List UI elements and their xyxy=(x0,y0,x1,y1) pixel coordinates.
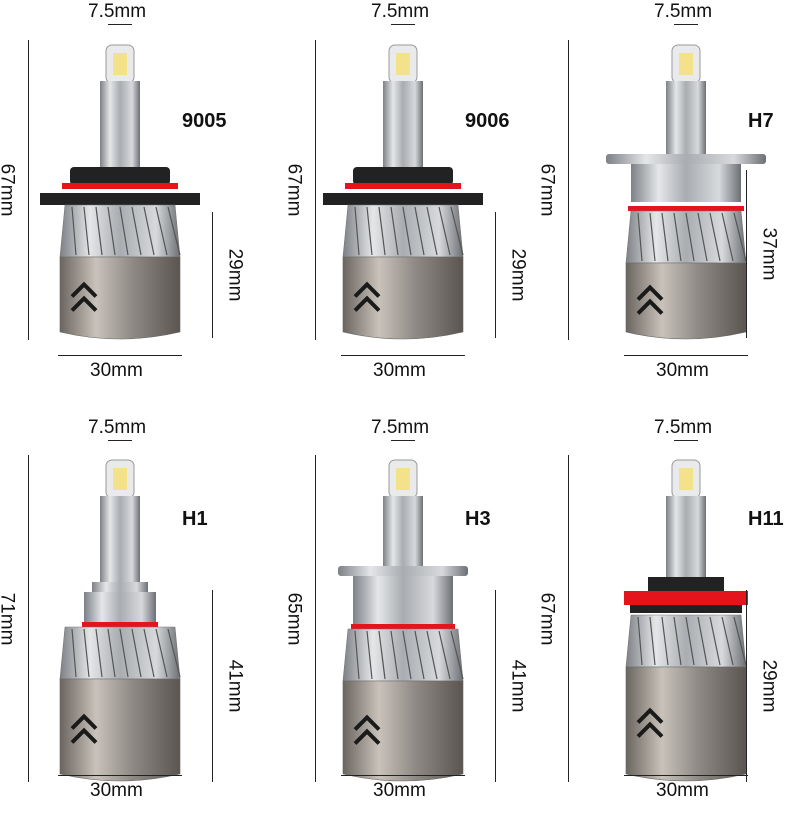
top-width-line xyxy=(674,440,698,441)
base-width-label: 30mm xyxy=(373,360,426,381)
top-width-label: 7.5mm xyxy=(654,417,713,438)
top-width-label: 7.5mm xyxy=(88,1,147,22)
model-label: 9005 xyxy=(182,110,227,132)
overall-height-label: 67mm xyxy=(536,163,558,217)
base-width-label: 30mm xyxy=(656,360,709,381)
base-width-line xyxy=(58,775,182,776)
overall-height-label: 67mm xyxy=(536,592,558,645)
lower-height-line xyxy=(495,212,496,338)
model-label: 9006 xyxy=(465,110,510,132)
base-width-label: 30mm xyxy=(90,780,143,801)
bulb-illustration-h7 xyxy=(606,44,766,340)
base-width-line xyxy=(341,775,465,776)
top-width-line xyxy=(108,440,132,441)
top-width-line xyxy=(391,24,415,25)
overall-height-line xyxy=(28,40,29,340)
lower-height-line xyxy=(212,212,213,338)
model-label: H7 xyxy=(748,110,774,132)
base-width-label: 30mm xyxy=(656,780,709,801)
lower-height-label: 29mm xyxy=(507,248,529,302)
overall-height-label: 67mm xyxy=(0,163,18,217)
lower-height-label: 29mm xyxy=(758,659,780,713)
top-width-line xyxy=(674,24,698,25)
lower-height-line xyxy=(746,590,747,782)
bulb-illustration-h1 xyxy=(59,459,181,782)
top-width-line xyxy=(108,24,132,25)
base-width-line xyxy=(624,355,748,356)
model-label: H1 xyxy=(182,508,208,530)
overall-height-label: 71mm xyxy=(0,592,18,645)
lower-height-line xyxy=(746,170,747,338)
top-width-label: 7.5mm xyxy=(88,417,147,438)
bulb-illustration-9006 xyxy=(323,44,483,340)
top-width-label: 7.5mm xyxy=(371,417,430,438)
overall-height-line xyxy=(315,40,316,340)
bulb-cell-9006: 7.5mm 9006 67mm 29mm 30mm xyxy=(283,0,549,400)
top-width-label: 7.5mm xyxy=(654,1,713,22)
overall-height-line xyxy=(315,455,316,782)
lower-height-line xyxy=(212,590,213,782)
lower-height-label: 41mm xyxy=(507,659,529,713)
lower-height-label: 41mm xyxy=(224,659,246,713)
model-label: H3 xyxy=(465,508,491,530)
overall-height-line xyxy=(28,455,29,782)
base-width-label: 30mm xyxy=(90,360,143,381)
model-label: H11 xyxy=(748,508,784,530)
overall-height-label: 65mm xyxy=(283,592,305,645)
bulb-illustration-9005 xyxy=(40,44,200,340)
lower-height-line xyxy=(495,590,496,782)
base-width-line xyxy=(341,355,465,356)
lower-height-label: 37mm xyxy=(758,227,780,281)
bulb-illustration-h3 xyxy=(338,459,468,782)
overall-height-line xyxy=(568,455,569,782)
bulb-illustration-h11 xyxy=(624,459,748,782)
base-width-line xyxy=(624,775,748,776)
top-width-line xyxy=(391,440,415,441)
overall-height-line xyxy=(568,40,569,340)
bulb-cell-9005: 7.5mm 9005 67mm 29mm 30mm xyxy=(0,0,266,400)
lower-height-label: 29mm xyxy=(224,248,246,302)
base-width-line xyxy=(58,355,182,356)
base-width-label: 30mm xyxy=(373,780,426,801)
top-width-label: 7.5mm xyxy=(371,1,430,22)
overall-height-label: 67mm xyxy=(283,163,305,217)
